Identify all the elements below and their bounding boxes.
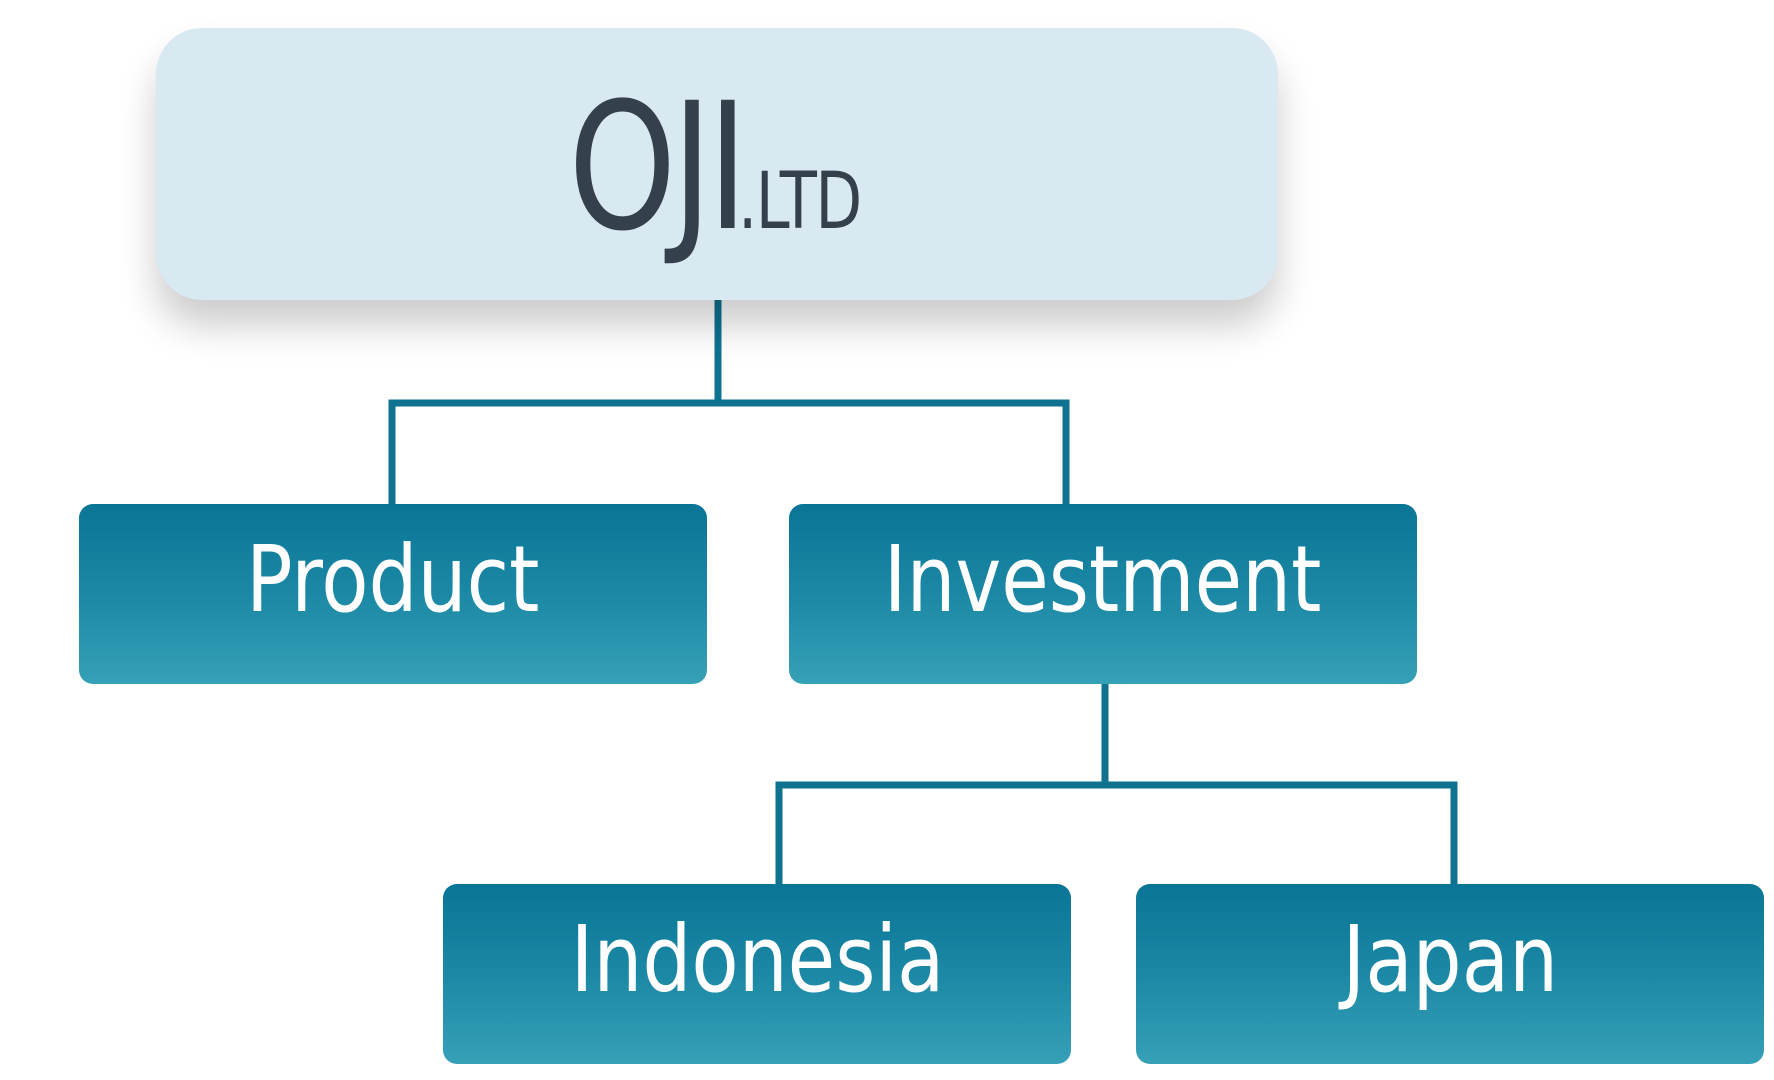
root-suffix: .LTD — [737, 157, 862, 247]
node-product-label: Product — [246, 526, 540, 633]
node-indonesia-label: Indonesia — [570, 906, 944, 1013]
root-label: OJI .LTD — [559, 80, 895, 300]
root-node: OJI .LTD — [156, 28, 1278, 300]
node-japan-label: Japan — [1342, 906, 1558, 1013]
node-product: Product — [79, 504, 707, 684]
node-japan: Japan — [1136, 884, 1764, 1064]
node-investment-label: Investment — [884, 526, 1322, 633]
root-name: OJI — [568, 65, 749, 270]
node-investment: Investment — [789, 504, 1417, 684]
node-indonesia: Indonesia — [443, 884, 1071, 1064]
